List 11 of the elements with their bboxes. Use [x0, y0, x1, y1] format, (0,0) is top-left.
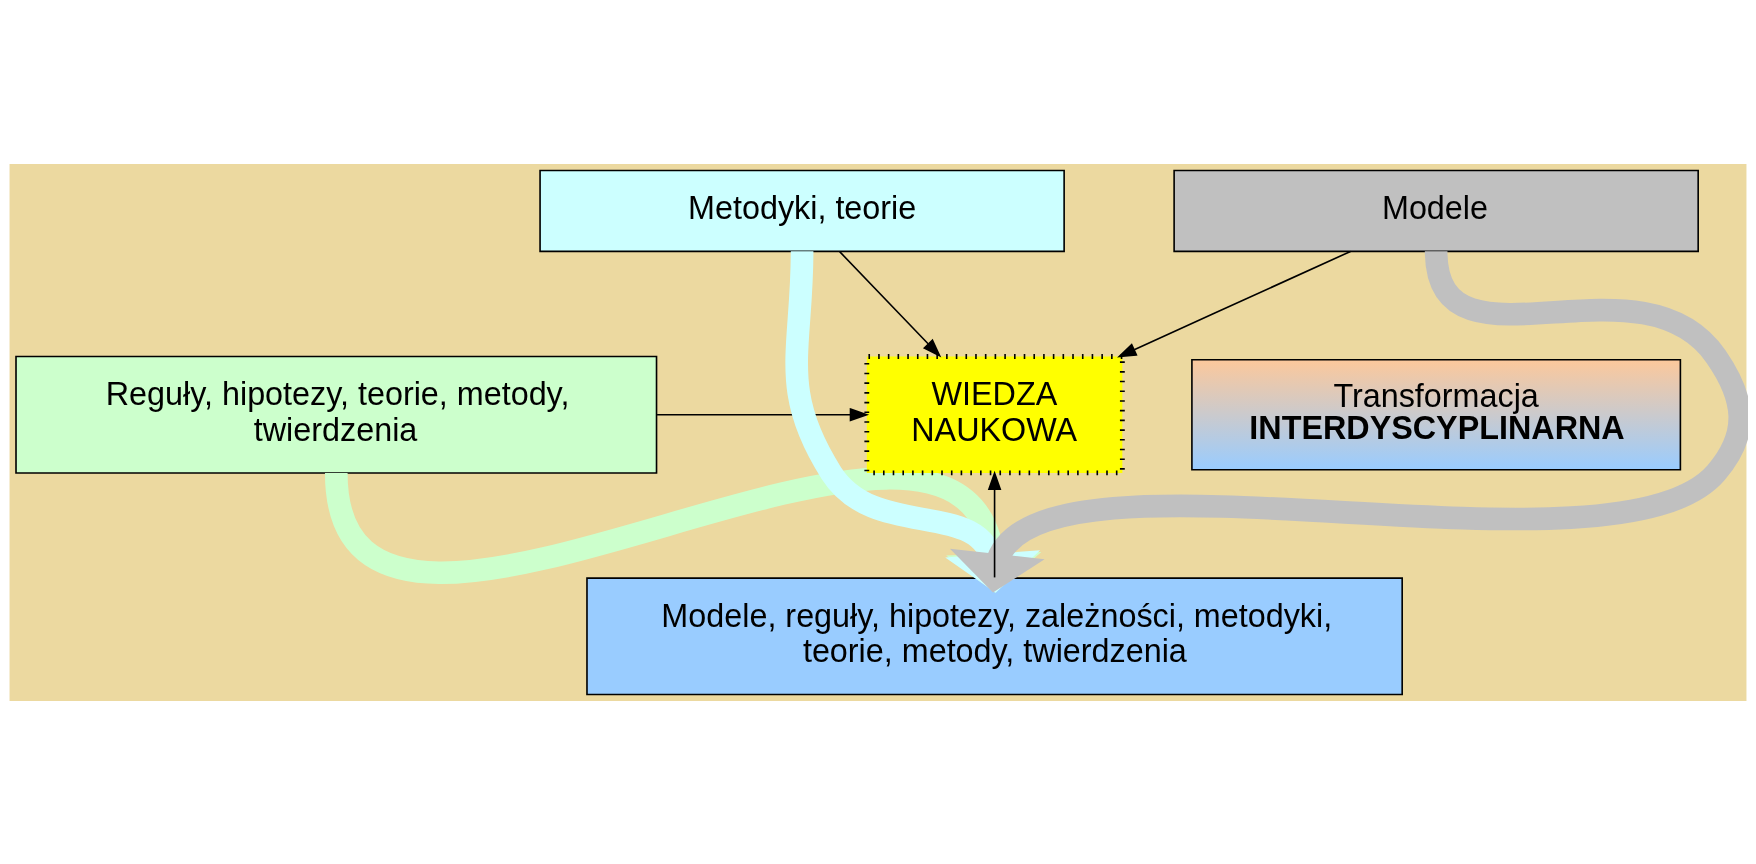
arrow — [838, 250, 942, 358]
node-box: WIEDZA NAUKOWA — [864, 353, 1125, 475]
arrow — [987, 470, 1002, 578]
node-box: Modele, reguły, hipotezy, zależności, metodyki, teorie, metody, twierdzenia — [586, 576, 1403, 695]
arrow — [1117, 250, 1352, 357]
node-box: Metodyki, teorie — [539, 169, 1065, 252]
arrow — [949, 249, 1748, 593]
node-box: Transformacja INTERDYSCYPLINARNA — [1191, 358, 1682, 470]
node-box: Modele — [1173, 169, 1699, 252]
arrow — [656, 407, 870, 421]
node-box: Reguły, hipotezy, teorie, metody, twierdzenia — [15, 355, 658, 474]
